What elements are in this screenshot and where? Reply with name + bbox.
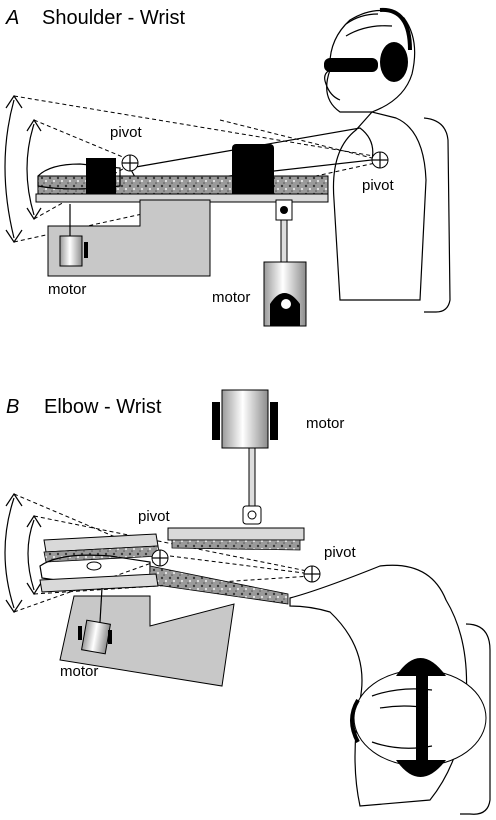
motor-right-a xyxy=(263,199,307,327)
motor-housing-a xyxy=(47,199,211,277)
panel-a-letter: A xyxy=(5,7,19,29)
headphones xyxy=(380,42,408,82)
panel-a-title: Shoulder - Wrist xyxy=(42,7,185,29)
motor-housing-b xyxy=(59,595,235,687)
motor-left-a xyxy=(59,204,88,267)
motor-label-left-a: motor xyxy=(48,281,86,298)
panel-b-letter: B xyxy=(6,396,19,418)
upper-bar-b xyxy=(167,527,305,541)
blindfold xyxy=(324,58,378,72)
subject-figure-a xyxy=(129,7,427,301)
motor-top-b xyxy=(212,389,278,525)
pivot-label-top-b: pivot xyxy=(138,508,171,525)
panel-a: A Shoulder - Wrist xyxy=(4,7,451,327)
chair-a xyxy=(423,117,451,313)
panel-b: B Elbow - Wrist xyxy=(4,389,491,815)
pivot-symbol-elbow-b xyxy=(303,565,321,583)
motor-label-right-a: motor xyxy=(212,289,250,306)
pivot-symbol-shoulder-a xyxy=(371,151,389,169)
lower-plate-b xyxy=(39,573,159,593)
pivot-symbol-hand-a xyxy=(121,154,139,172)
elbow-cuff-a xyxy=(232,144,274,202)
panel-b-title: Elbow - Wrist xyxy=(44,396,162,418)
hand-a xyxy=(37,163,121,190)
subject-figure-b xyxy=(289,564,491,815)
pivot-label-right-b: pivot xyxy=(324,544,357,561)
pivot-symbol-wrist-b xyxy=(151,549,169,567)
pivot-label-hand-a: pivot xyxy=(110,124,143,141)
rotation-arrows-a xyxy=(4,94,42,244)
motor-label-left-b: motor xyxy=(60,663,98,680)
motor-left-b xyxy=(78,587,112,655)
pivot-label-shoulder-a: pivot xyxy=(362,177,395,194)
wrist-cuff-a xyxy=(86,158,116,200)
forearm-board-b xyxy=(149,565,289,605)
motor-label-top-b: motor xyxy=(306,415,344,432)
